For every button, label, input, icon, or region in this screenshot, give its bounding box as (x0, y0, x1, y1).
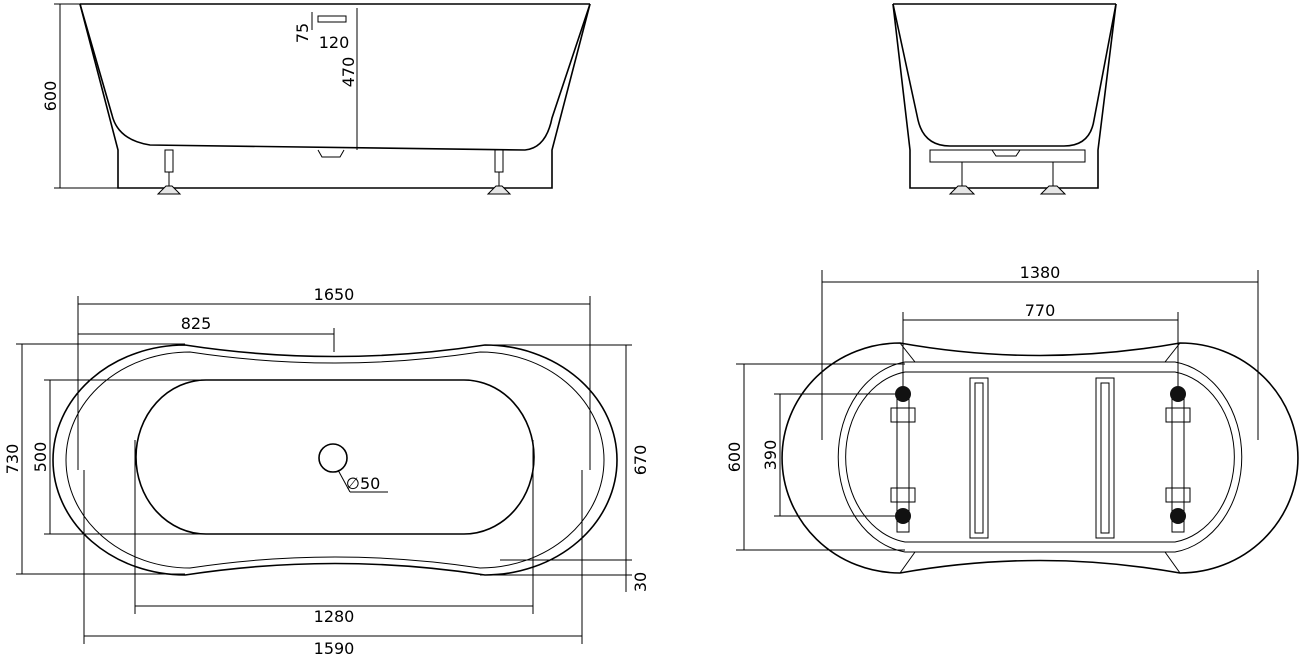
dim-side-height: 600 (41, 81, 60, 112)
bottom-leg-pads (895, 386, 1186, 524)
dim-top-inner-width: 500 (31, 442, 50, 473)
dim-bottom-leg-spacing: 770 (1025, 301, 1056, 320)
top-plan-view: ∅50 1650 825 730 500 670 30 1280 (3, 285, 650, 658)
dim-overflow-width: 120 (319, 33, 350, 52)
end-outer-shell (892, 3, 1117, 189)
dim-top-rim: 30 (631, 572, 650, 592)
dim-bottom-frame-length: 1380 (1020, 263, 1061, 282)
dim-side-inner-depth: 470 (339, 57, 358, 88)
side-leg-left (156, 149, 182, 195)
dim-overflow-height: 75 (293, 23, 312, 43)
bottom-base-inner (845, 371, 1235, 543)
bottom-brackets (890, 407, 1191, 503)
side-inner-basin (79, 3, 591, 151)
dim-top-drain: ∅50 (346, 474, 380, 493)
dim-bottom-leg-width: 390 (761, 440, 780, 471)
dim-bottom-frame-width: 600 (725, 442, 744, 473)
end-frame-bar (929, 149, 1086, 163)
end-leg-left (948, 162, 976, 195)
end-elevation-view (892, 3, 1117, 195)
side-drain (317, 149, 345, 158)
side-outer-shell (79, 3, 591, 189)
dim-top-width: 730 (3, 444, 22, 475)
bottom-base-outline (837, 361, 1243, 553)
dim-top-half-length: 825 (181, 314, 212, 333)
end-leg-right (1039, 162, 1067, 195)
bottom-frame-rails (896, 377, 1185, 539)
dim-top-outer-width: 670 (631, 445, 650, 476)
side-overflow (317, 15, 347, 23)
top-drain-circle (318, 443, 348, 473)
side-leg-right (486, 149, 512, 195)
top-rim-inner-line (65, 351, 605, 569)
dim-top-inner-length: 1280 (314, 607, 355, 626)
side-elevation-view: 600 470 75 120 (41, 3, 591, 195)
top-inner-basin (135, 379, 535, 535)
end-inner-basin (892, 3, 1117, 147)
bottom-plan-view: 1380 770 600 390 (725, 263, 1299, 574)
dim-top-base-length: 1590 (314, 639, 355, 658)
dim-top-length: 1650 (314, 285, 355, 304)
bottom-outer-rim (781, 342, 1299, 574)
